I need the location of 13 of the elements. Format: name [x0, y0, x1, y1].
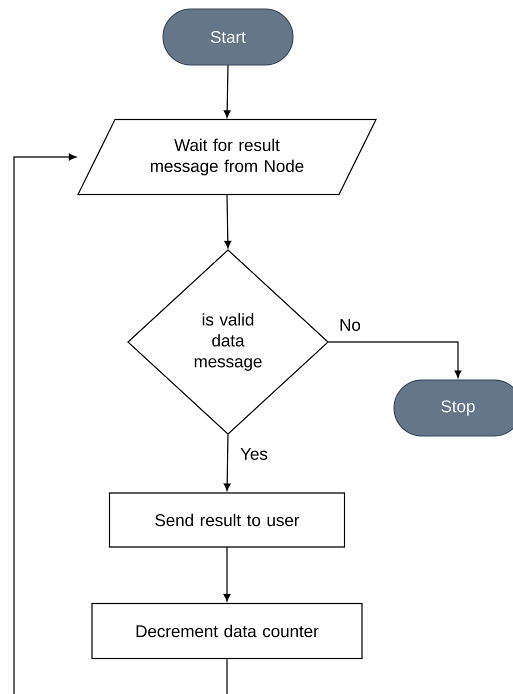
arrow [224, 548, 230, 602]
arrow [224, 194, 232, 248]
edge-label: Yes [239, 447, 269, 461]
process-box: Decrement data counter [91, 602, 363, 660]
terminal-box: Start [162, 8, 294, 66]
terminal-box: Stop [394, 380, 513, 436]
arrow [224, 434, 231, 491]
arrow [224, 66, 231, 118]
arrow [328, 341, 462, 378]
input-parallelogram: Wait for result message from Node [77, 118, 377, 196]
arrow [13, 154, 228, 694]
edge-label: No [338, 318, 362, 332]
process-box: Send result to user [108, 492, 346, 548]
